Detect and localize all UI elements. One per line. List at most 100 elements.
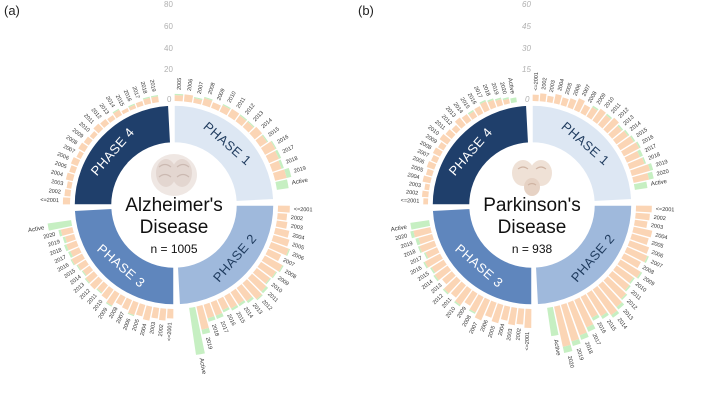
category-label: 2003 (506, 328, 514, 341)
phase-segment (531, 104, 633, 203)
category-label: 2002 (516, 328, 523, 341)
category-label: 2002 (541, 77, 548, 90)
panel-label: (b) (358, 3, 374, 18)
category-label: Active (28, 225, 46, 234)
category-label: 2015 (234, 311, 245, 325)
bar-active (247, 120, 255, 128)
bar-active (430, 267, 436, 274)
bar-completed (424, 253, 443, 268)
bar-active (105, 302, 113, 307)
category-label: 2019 (655, 159, 668, 168)
bar-completed (632, 226, 653, 238)
category-label: 2015 (459, 97, 471, 111)
bar-completed (627, 157, 645, 170)
category-label: 2016 (57, 262, 71, 273)
bar-completed (143, 97, 152, 106)
category-label: 2009 (596, 92, 608, 106)
bar-active (231, 305, 239, 311)
bar-active (70, 259, 75, 266)
center-title-line2: Disease (140, 217, 209, 238)
bar-completed (586, 106, 598, 120)
category-label: 2019 (490, 82, 499, 95)
category-label: 2008 (641, 265, 655, 276)
bar-active (600, 312, 609, 319)
bar-completed (174, 95, 184, 102)
bar-completed (425, 168, 434, 177)
bar-completed (603, 276, 627, 299)
bar-completed (83, 136, 93, 146)
bar-completed (93, 123, 104, 134)
category-label: 2009 (642, 276, 656, 288)
category-label: 2005 (651, 240, 664, 249)
bar-active (150, 95, 159, 98)
bar-completed (236, 284, 253, 302)
category-label: 2016 (466, 92, 477, 106)
bar-active (468, 309, 476, 314)
category-label: <=2001 (40, 197, 59, 204)
bar-active (624, 285, 631, 292)
category-label: 2018 (403, 249, 417, 259)
category-label: 2004 (50, 169, 63, 178)
category-label: 2015 (635, 127, 649, 139)
bar-active (142, 96, 150, 100)
bar-active (64, 244, 69, 252)
category-label: <=2001 (294, 207, 313, 214)
category-label: 2014 (261, 117, 274, 130)
phase-segment (431, 104, 530, 206)
category-label: 2020 (566, 355, 575, 368)
category-label: 2007 (650, 259, 664, 270)
bar-completed (66, 181, 73, 189)
bar-active (189, 306, 205, 355)
category-label: <=2001 (401, 198, 420, 205)
bar-completed (624, 246, 648, 263)
category-label: 2014 (104, 95, 116, 109)
bar-completed (249, 126, 263, 140)
bar-completed (443, 276, 461, 294)
bar-completed (413, 227, 432, 238)
bar-completed (461, 114, 472, 125)
category-label: 2003 (408, 181, 421, 189)
bar-completed (101, 286, 114, 300)
bar-active (630, 135, 636, 142)
bar-completed (442, 271, 456, 285)
bar-active (571, 338, 581, 346)
category-label: 2007 (469, 322, 480, 336)
bar-active (239, 114, 248, 121)
bar-active (174, 93, 184, 96)
category-label: 2017 (472, 85, 483, 99)
bar-completed (508, 306, 518, 326)
bar-completed (516, 308, 525, 325)
category-label: 2002 (406, 190, 419, 197)
category-label: 2017 (130, 86, 140, 100)
bar-active (510, 97, 517, 104)
category-label: 2008 (462, 315, 473, 329)
bar-completed (242, 279, 262, 300)
bar-active (271, 271, 277, 279)
category-label: 2009 (216, 88, 226, 102)
bar-completed (242, 121, 254, 133)
bar-completed (106, 290, 120, 306)
bar-completed (151, 306, 160, 319)
bar-active (502, 97, 509, 101)
category-label: 2002 (158, 324, 165, 337)
bar-active (415, 237, 421, 246)
bar-completed (474, 297, 491, 321)
bar-completed (183, 94, 194, 103)
bar-active (417, 246, 422, 253)
phase-segment (73, 207, 175, 306)
bar-completed (434, 265, 452, 281)
category-label: 2011 (236, 97, 248, 110)
bar-completed (567, 98, 577, 110)
bar-completed (432, 147, 443, 157)
bar-completed (60, 227, 74, 236)
bar-completed (62, 197, 71, 205)
bar-completed (632, 173, 650, 183)
bar-completed (560, 303, 580, 342)
bar-completed (495, 99, 504, 107)
category-label: 2016 (225, 313, 236, 327)
bar-completed (166, 308, 174, 319)
category-label: 2020 (498, 81, 507, 94)
bar-active (256, 294, 263, 301)
category-label: 2018 (49, 247, 63, 257)
